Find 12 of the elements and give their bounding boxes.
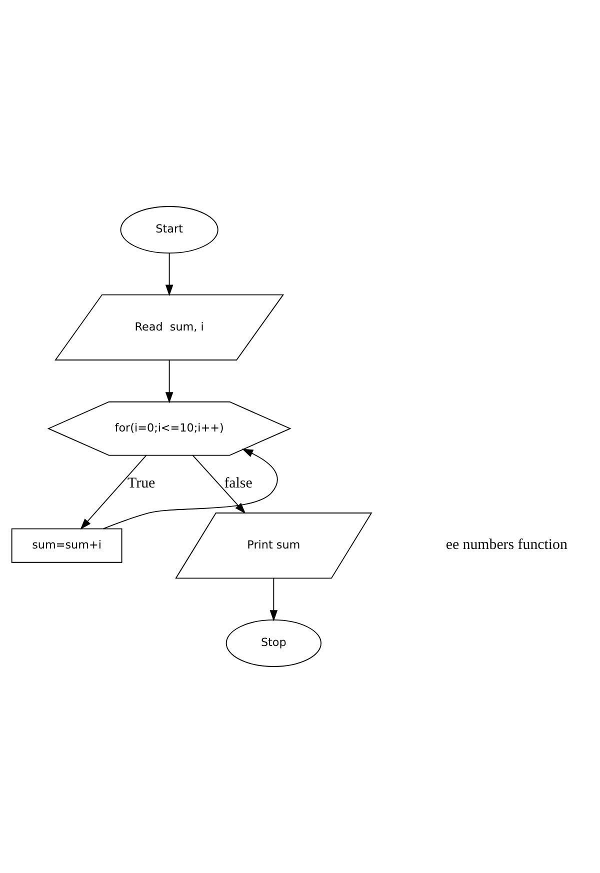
edge-label: false xyxy=(224,476,252,492)
node-box: sum=sum+i xyxy=(11,528,122,563)
edge-label: True xyxy=(128,476,156,492)
arrow xyxy=(80,454,147,530)
label: ee numbers function xyxy=(446,537,568,554)
node-ellipse: Start xyxy=(120,206,218,254)
arrow xyxy=(192,454,246,514)
arrow xyxy=(270,578,278,622)
arrow xyxy=(165,252,174,296)
arrow xyxy=(165,360,174,404)
node-ellipse: Stop xyxy=(226,619,322,667)
arrow xyxy=(102,448,278,530)
